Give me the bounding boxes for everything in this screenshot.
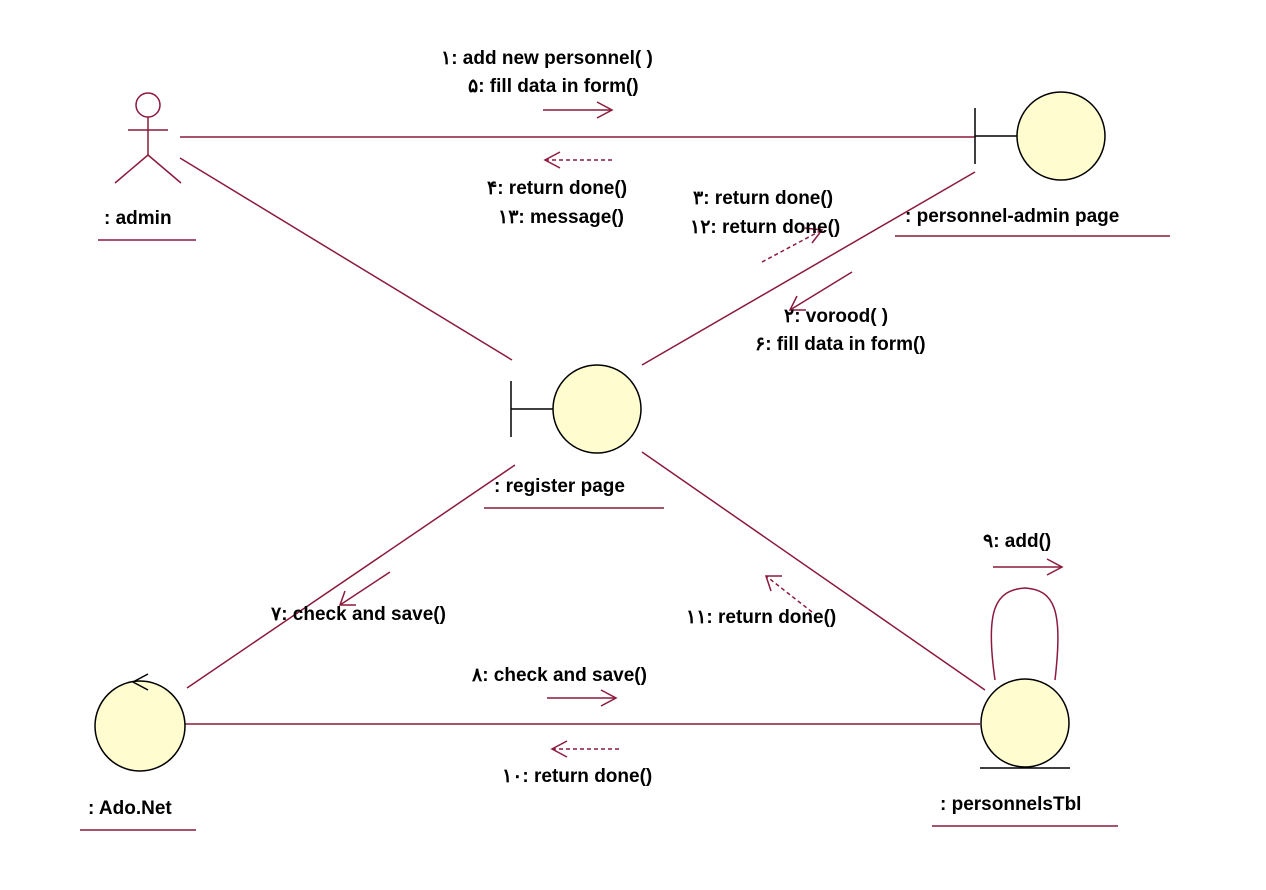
links [179,136,1059,725]
message-label-m5: ۵: fill data in form() [468,76,639,97]
message-label-m10: ۱۰: return done() [502,766,652,787]
arrow-m8 [547,689,618,707]
link-register-page-ado-net [186,464,516,689]
arrow-m11 [764,575,813,613]
message-arrows [338,101,1064,758]
arrow-m7 [338,571,391,606]
message-label-m7: ۷: check and save() [270,604,446,625]
object-name-admin: : admin [104,208,172,229]
actor-left-leg [114,154,149,184]
arrow-m4-m13 [543,151,612,169]
object-name-ado-net: : Ado.Net [88,798,172,819]
control-arrowhead-icon [131,673,149,691]
arrow-m3-m12 [761,227,824,263]
control-ado-net[interactable] [94,673,186,772]
message-label-m8: ۸: check and save() [471,665,647,686]
message-label-m13: ۱۳: message() [498,207,624,228]
link-admin-register-page [179,157,513,361]
message-labels: ۱: add new personnel( ) ۵: fill data in … [270,48,1051,787]
message-label-m6: ۶: fill data in form() [755,334,926,355]
message-label-m9: ۹: add() [983,531,1051,552]
boundary-personnel-admin-page[interactable] [974,91,1106,181]
arrow-m9 [993,558,1064,576]
object-name-register-page: : register page [494,476,625,497]
entity-personnels-tbl[interactable] [980,678,1070,769]
arrow-m1-m5 [543,101,614,119]
message-label-m1: ۱: add new personnel( ) [441,48,653,69]
object-name-personnel-admin-page: : personnel-admin page [905,206,1119,227]
link-personnels-tbl-self-loop [990,587,1059,681]
boundary-circle-icon [1016,91,1106,181]
entity-circle-icon [980,678,1070,768]
message-label-m2: ۲: vorood( ) [784,306,888,327]
message-label-m3: ۳: return done() [693,188,833,209]
arrow-m2-m6 [788,271,853,311]
object-name-personnels-tbl: : personnelsTbl [940,794,1081,815]
actor-admin[interactable] [114,92,182,184]
boundary-register-page[interactable] [510,364,642,454]
message-label-m12: ۱۲: return done() [690,217,840,238]
link-personnel-admin-page-register-page [641,171,976,366]
object-names: : admin : personnel-admin page : registe… [80,206,1170,831]
arrow-m10 [550,740,620,758]
message-label-m11: ۱۱: return done() [686,607,836,628]
actor-head-icon [135,92,161,118]
link-register-page-personnels-tbl [641,451,986,691]
actor-right-leg [147,154,182,184]
control-circle-icon [94,680,186,772]
message-label-m4: ۴: return done() [487,178,627,199]
boundary-circle-icon [552,364,642,454]
